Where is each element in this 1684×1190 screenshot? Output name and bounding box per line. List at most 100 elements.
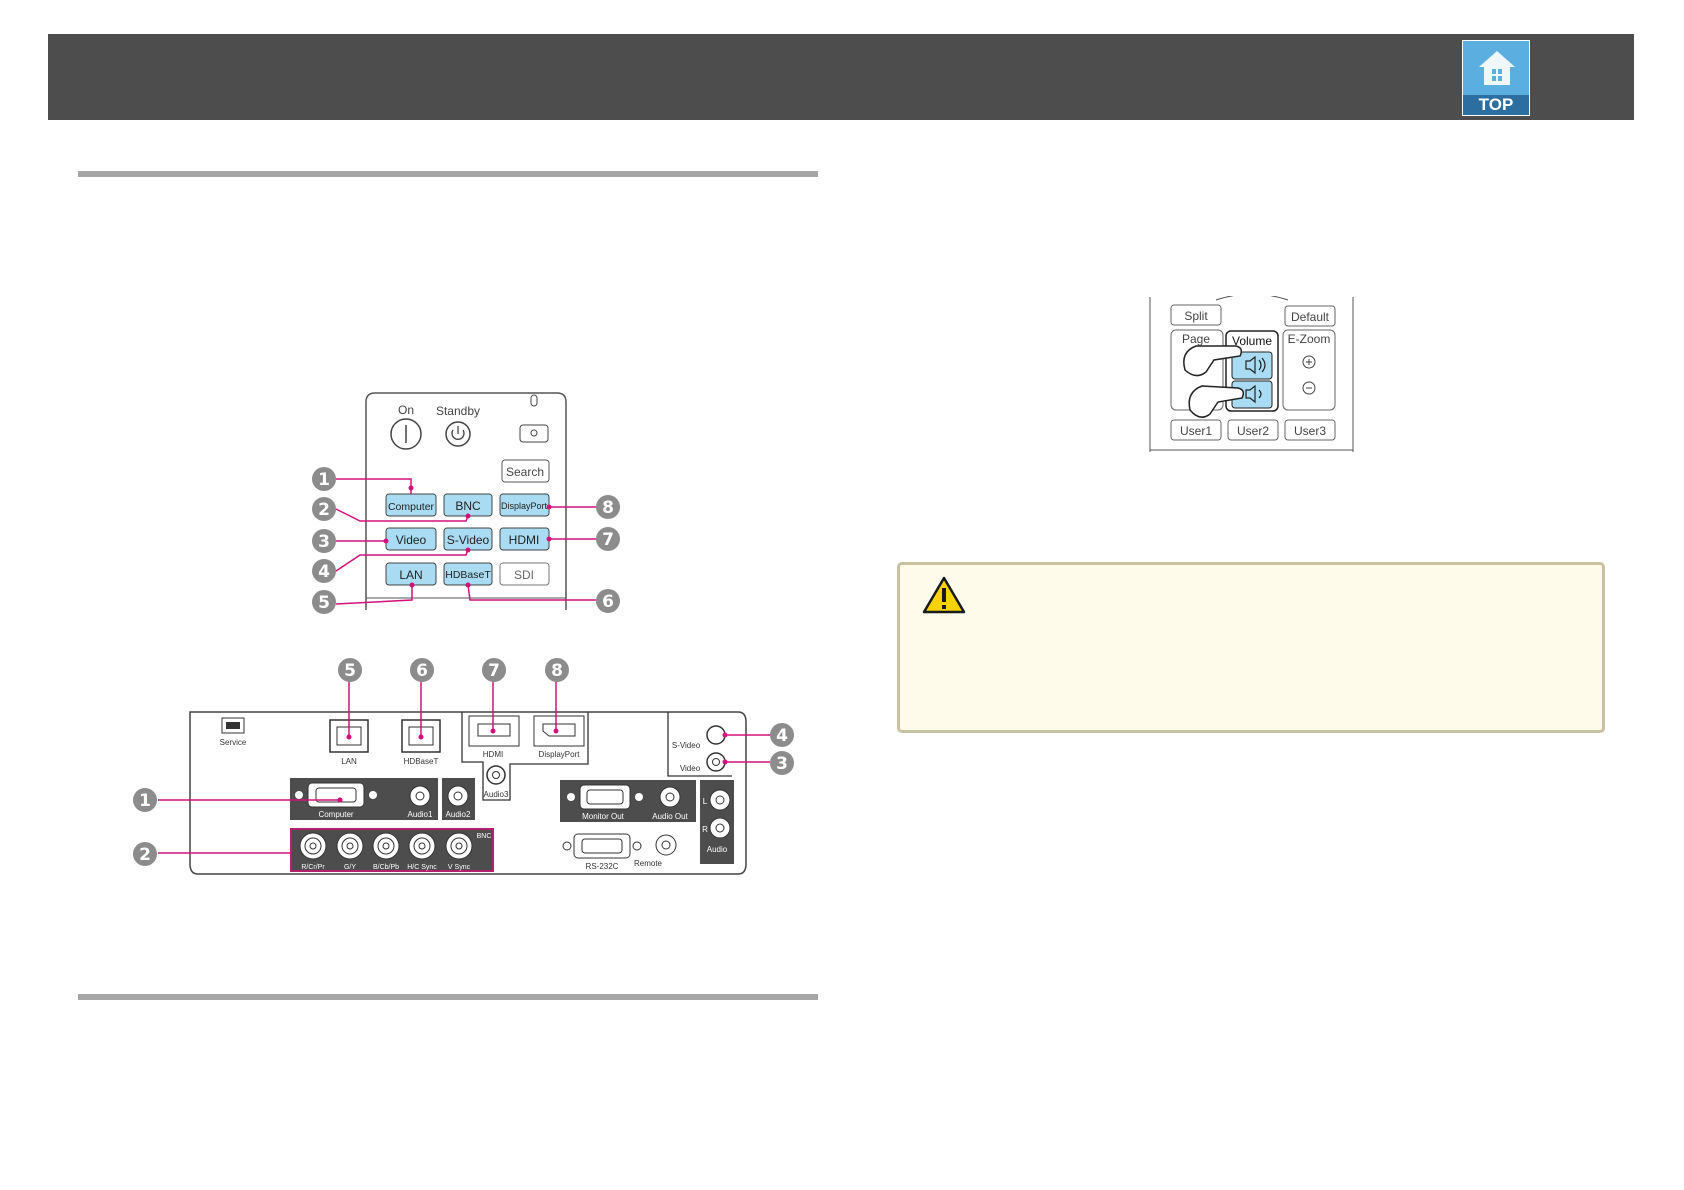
svg-text:S-Video: S-Video <box>672 741 701 750</box>
svg-text:4: 4 <box>318 562 330 582</box>
rear-callout-5 <box>338 658 362 682</box>
header-bar <box>48 34 1634 120</box>
svg-text:1: 1 <box>318 470 330 490</box>
callout-7 <box>596 527 620 551</box>
home-icon <box>1479 51 1515 85</box>
search-button <box>501 459 550 483</box>
svg-text:HDBaseT: HDBaseT <box>404 757 439 766</box>
svg-text:Audio2: Audio2 <box>446 810 471 819</box>
svg-text:L: L <box>703 797 708 806</box>
svg-text:R/Cr/Pr: R/Cr/Pr <box>301 864 325 871</box>
svg-text:HDBaseT: HDBaseT <box>445 569 491 581</box>
bnc-group-highlight <box>290 828 494 872</box>
speaker-up-icon <box>1245 355 1266 375</box>
callout-1 <box>312 467 336 491</box>
svg-text:2: 2 <box>318 500 330 520</box>
sdi-button <box>499 562 550 586</box>
callout-8 <box>596 495 620 519</box>
default-button <box>1284 305 1336 327</box>
svg-text:1: 1 <box>139 791 151 811</box>
rear-callout-7 <box>482 658 506 682</box>
svg-text:Computer: Computer <box>318 810 353 819</box>
pressing-finger-icon <box>1188 385 1245 418</box>
svg-text:Volume: Volume <box>1232 334 1272 348</box>
rear-callout-6 <box>410 658 434 682</box>
svg-text:2: 2 <box>139 845 151 865</box>
svg-text:Audio1: Audio1 <box>408 810 433 819</box>
svg-text:Video: Video <box>396 533 427 547</box>
warning-box <box>897 562 1605 733</box>
svg-text:6: 6 <box>602 592 614 612</box>
svg-text:Page: Page <box>1182 332 1210 346</box>
svg-text:H/C Sync: H/C Sync <box>407 864 437 871</box>
rear-callout-8 <box>545 658 569 682</box>
bnc-connectors <box>299 832 473 860</box>
rear-callout-3 <box>770 751 794 775</box>
svg-text:B/Cb/Pb: B/Cb/Pb <box>373 864 399 871</box>
top-button[interactable]: TOP <box>1462 40 1530 116</box>
svg-text:LAN: LAN <box>341 757 357 766</box>
indicator-icon <box>530 394 538 407</box>
svg-text:Audio Out: Audio Out <box>652 812 688 821</box>
svg-text:R: R <box>702 825 708 834</box>
callout-5 <box>312 590 336 614</box>
standby-label: Standby <box>436 404 480 418</box>
svg-text:Video: Video <box>680 764 701 773</box>
svg-text:Service: Service <box>220 738 247 747</box>
svg-text:DisplayPort: DisplayPort <box>539 750 581 759</box>
svg-text:3: 3 <box>318 532 330 552</box>
svg-text:LAN: LAN <box>399 568 422 582</box>
svg-text:SDI: SDI <box>514 568 534 582</box>
user1-button <box>1170 419 1222 441</box>
svg-text:Split: Split <box>1184 309 1208 323</box>
user3-button <box>1284 419 1336 441</box>
pressing-finger-icon <box>1183 345 1243 377</box>
svg-text:Search: Search <box>506 465 544 479</box>
rear-callout-1 <box>133 788 157 812</box>
svg-text:8: 8 <box>602 498 614 518</box>
svg-text:5: 5 <box>344 661 356 681</box>
svg-text:RS-232C: RS-232C <box>586 862 619 871</box>
svg-text:6: 6 <box>416 661 428 681</box>
svg-text:HDMI: HDMI <box>509 533 540 547</box>
svg-text:Default: Default <box>1291 310 1330 324</box>
svg-text:V Sync: V Sync <box>448 864 471 871</box>
svg-text:User1: User1 <box>1180 424 1212 438</box>
rear-callout-4 <box>770 723 794 747</box>
svg-text:User3: User3 <box>1294 424 1326 438</box>
svg-text:Computer: Computer <box>388 501 435 513</box>
split-button <box>1170 304 1222 326</box>
remote-source-buttons-figure: On Standby Search Computer BNC DisplayPo… <box>312 392 620 614</box>
volume-remote-figure: Split Default Page Volume E-Zoom User1 U… <box>1149 296 1354 452</box>
speaker-down-icon <box>1245 384 1262 404</box>
svg-text:8: 8 <box>551 661 563 681</box>
svg-text:4: 4 <box>776 726 788 746</box>
callout-3 <box>312 529 336 553</box>
svg-text:HDMI: HDMI <box>483 750 503 759</box>
svg-text:7: 7 <box>602 530 614 550</box>
rear-callout-2 <box>133 842 157 866</box>
svg-text:Audio3: Audio3 <box>484 790 509 799</box>
svg-text:Remote: Remote <box>634 859 663 868</box>
svg-text:S-Video: S-Video <box>447 533 490 547</box>
svg-text:E-Zoom: E-Zoom <box>1288 332 1331 346</box>
svg-text:Audio: Audio <box>707 845 728 854</box>
svg-text:G/Y: G/Y <box>344 864 356 871</box>
svg-text:BNC: BNC <box>477 833 492 840</box>
rear-panel-figure: Service LAN HDBaseT HDMI Audio3 DisplayP… <box>133 658 794 875</box>
warning-icon <box>922 576 966 614</box>
on-label: On <box>398 403 414 417</box>
user2-button <box>1227 419 1279 441</box>
section-divider <box>78 994 818 1000</box>
section-divider <box>78 171 818 177</box>
svg-text:7: 7 <box>488 661 500 681</box>
callout-4 <box>312 559 336 583</box>
callout-2 <box>312 497 336 521</box>
svg-text:3: 3 <box>776 754 788 774</box>
svideo-jack <box>706 725 726 745</box>
svg-text:DisplayPort: DisplayPort <box>501 501 548 511</box>
svg-text:BNC: BNC <box>455 499 481 513</box>
svg-text:User2: User2 <box>1237 424 1269 438</box>
svg-text:Monitor Out: Monitor Out <box>582 812 625 821</box>
callout-6 <box>596 589 620 613</box>
